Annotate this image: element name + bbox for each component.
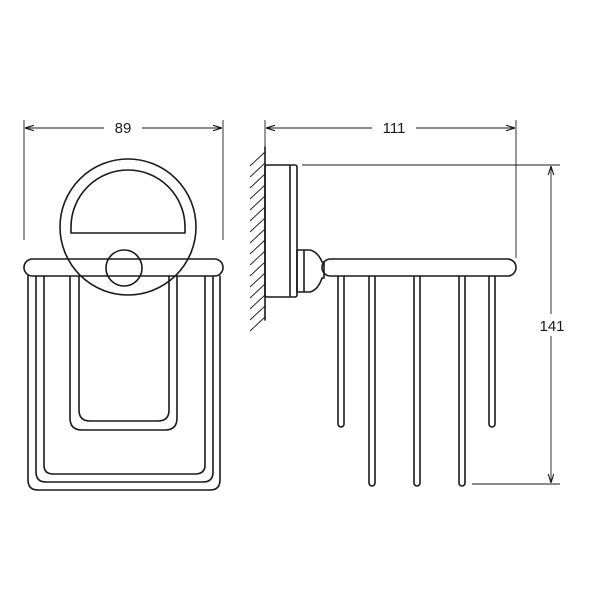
hatch-line <box>249 151 266 167</box>
prong <box>488 275 496 428</box>
basket-prongs <box>337 275 496 487</box>
basket-frame-mid <box>35 275 214 483</box>
hatch-line <box>249 283 266 299</box>
hatch-line <box>249 162 266 178</box>
rosette-outer <box>59 158 197 296</box>
wall-hatching <box>249 151 266 332</box>
rosette-inner <box>70 169 186 234</box>
hatch-line <box>249 217 266 233</box>
hatch-line <box>249 250 266 266</box>
hatch-line <box>249 305 266 321</box>
hatch-line <box>249 184 266 200</box>
hatch-line <box>249 294 266 310</box>
holder-loop-outer <box>69 275 178 431</box>
hatch-line <box>249 195 266 211</box>
prong <box>368 275 376 487</box>
basket-rim <box>23 258 224 277</box>
mount-hub <box>105 249 143 287</box>
hatch-line <box>249 239 266 255</box>
hatch-line <box>249 316 266 332</box>
front-view: 89 <box>23 116 224 491</box>
side-rail <box>321 258 517 277</box>
hatch-line <box>249 173 266 189</box>
prong <box>413 275 421 487</box>
basket-frame-inner <box>43 275 206 475</box>
hatch-line <box>249 272 266 288</box>
arm-connector <box>296 249 325 293</box>
front-width-label: 89 <box>115 120 132 137</box>
side-height-label: 141 <box>539 318 564 335</box>
hatch-line <box>249 228 266 244</box>
prong <box>458 275 466 487</box>
side-view: 111 141 <box>249 116 570 487</box>
basket-frame-outer <box>27 275 221 491</box>
wall-plate <box>264 164 298 298</box>
hatch-line <box>249 206 266 222</box>
side-depth-label: 111 <box>383 120 406 137</box>
hatch-line <box>249 261 266 277</box>
prong <box>337 275 345 428</box>
holder-loop-inner <box>78 275 170 422</box>
